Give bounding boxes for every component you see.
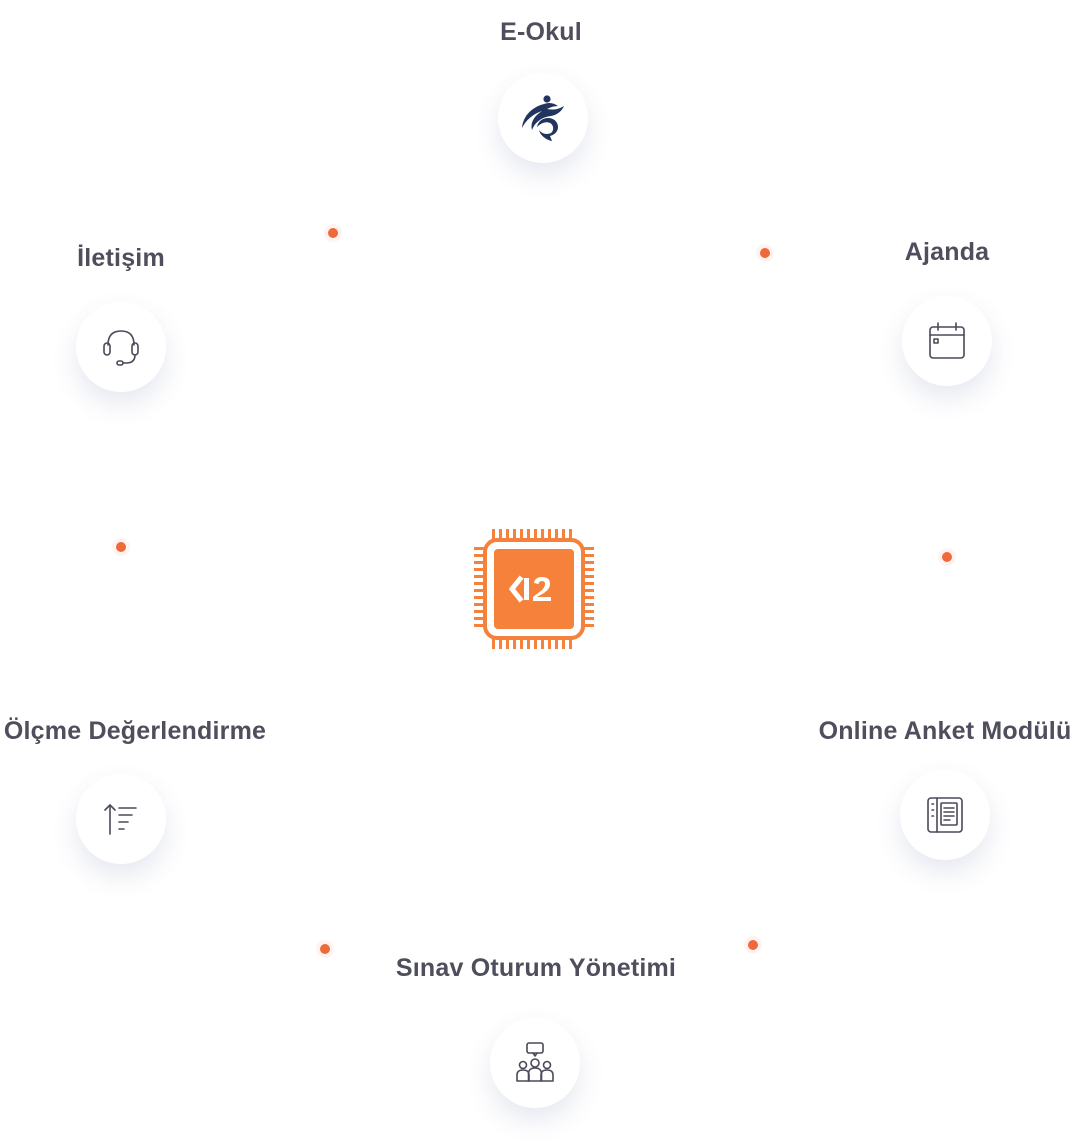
chip-icon <box>474 529 594 649</box>
node-label-online-anket: Online Anket Modülü <box>818 717 1072 745</box>
connector-dot <box>942 552 952 562</box>
node-e-okul[interactable] <box>498 73 588 163</box>
node-label-olcme: Ölçme Değerlendirme <box>3 717 267 745</box>
k12-hub <box>472 527 596 651</box>
calendar-icon <box>929 322 965 359</box>
node-label-iletisim: İletişim <box>77 244 165 272</box>
node-iletisim[interactable] <box>76 302 166 392</box>
connector-dot <box>328 228 338 238</box>
e-okul-logo-icon <box>522 95 564 141</box>
node-olcme[interactable] <box>76 774 166 864</box>
node-sinav-oturum[interactable] <box>490 1018 580 1108</box>
headset-icon <box>103 330 139 366</box>
node-online-anket[interactable] <box>900 770 990 860</box>
sort-ascending-icon <box>104 804 137 835</box>
group-chat-icon <box>516 1042 554 1082</box>
node-label-e-okul: E-Okul <box>500 18 582 46</box>
connector-dot <box>116 542 126 552</box>
connector-dot <box>320 944 330 954</box>
node-label-sinav-oturum: Sınav Oturum Yönetimi <box>395 954 677 982</box>
connector-dot <box>748 940 758 950</box>
node-ajanda[interactable] <box>902 296 992 386</box>
connector-dot <box>760 248 770 258</box>
node-label-ajanda: Ajanda <box>904 238 990 266</box>
survey-document-icon <box>927 797 963 833</box>
